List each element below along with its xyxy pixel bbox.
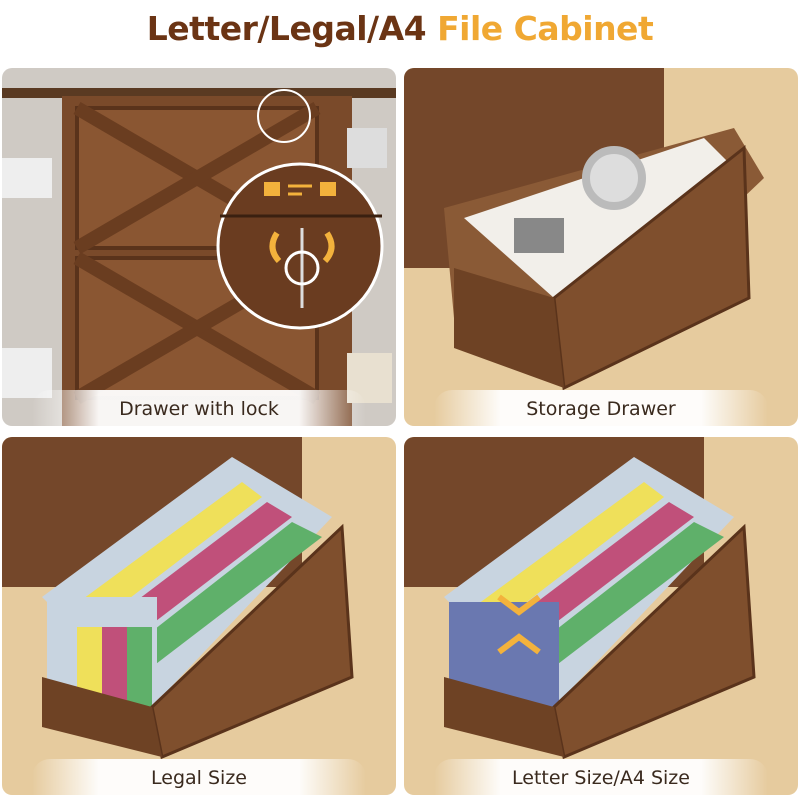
panel-storage-drawer: Storage Drawer bbox=[404, 68, 798, 426]
caption: Legal Size bbox=[32, 759, 366, 795]
page-title: Letter/Legal/A4 File Cabinet bbox=[146, 9, 654, 48]
panel-letter-a4-size: Letter Size/A4 Size bbox=[404, 437, 798, 795]
caption: Letter Size/A4 Size bbox=[434, 759, 768, 795]
unlock-icon bbox=[320, 182, 336, 196]
caption: Storage Drawer bbox=[434, 390, 768, 426]
storage-drawer-photo bbox=[404, 68, 798, 426]
rotate-arrow-icon bbox=[269, 231, 282, 264]
legal-size-folders-photo bbox=[2, 437, 396, 795]
caption: Drawer with lock bbox=[32, 390, 366, 426]
letter-size-folders-photo bbox=[404, 437, 798, 795]
panel-legal-size: Legal Size bbox=[2, 437, 396, 795]
panel-drawer-lock: Drawer with lock bbox=[2, 68, 396, 426]
lock-icon bbox=[264, 182, 280, 196]
cabinet-lock-photo bbox=[2, 68, 396, 426]
